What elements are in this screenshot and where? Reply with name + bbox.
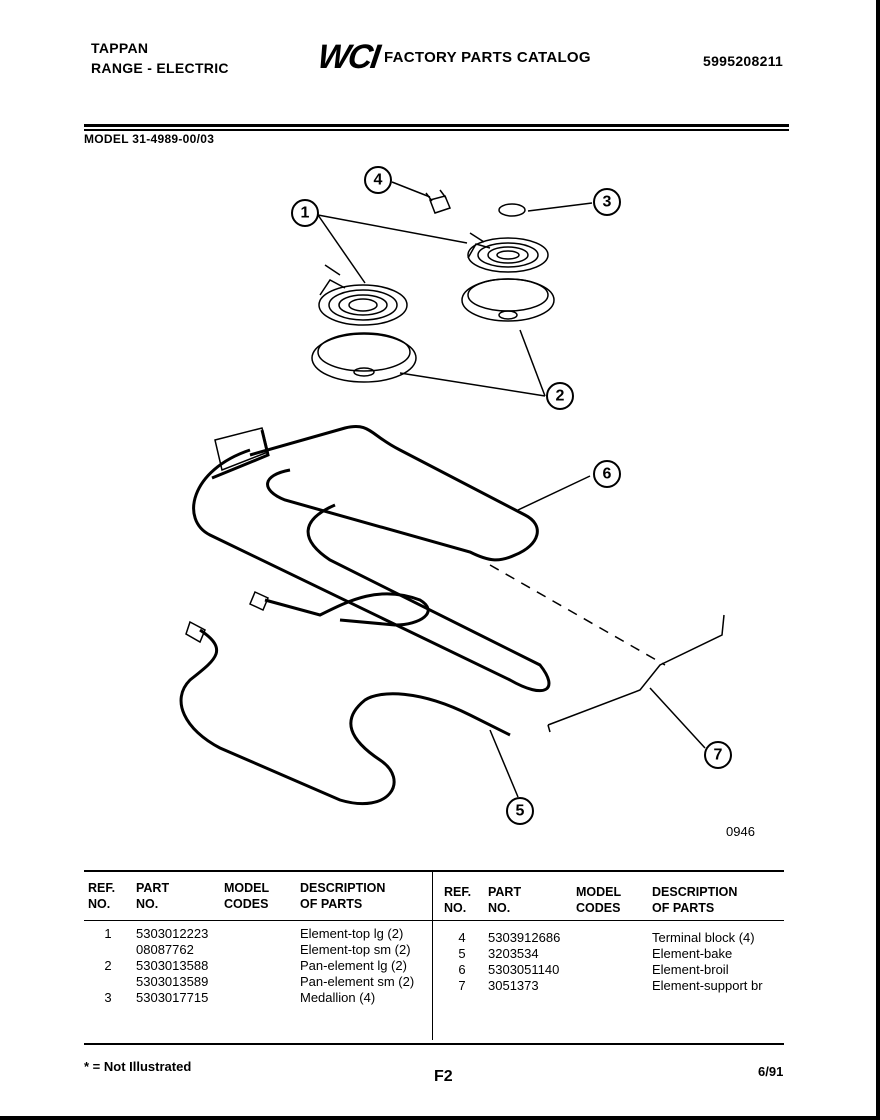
svg-text:2: 2 (556, 388, 565, 405)
svg-text:3: 3 (603, 194, 612, 211)
callout-1: 1 (291, 199, 319, 227)
col-ref: REF.NO. (444, 885, 472, 915)
svg-text:4: 4 (374, 172, 383, 189)
figure-code: 0946 (726, 824, 755, 839)
catalog-title: FACTORY PARTS CATALOG (384, 49, 591, 66)
terminal-block (425, 189, 452, 214)
svg-text:6: 6 (603, 466, 612, 483)
surface-element-small (467, 232, 549, 273)
medallion (498, 203, 526, 217)
callout-4: 4 (364, 166, 392, 194)
drip-pan-small (461, 278, 555, 322)
product-type: RANGE - ELECTRIC (91, 60, 229, 76)
callout-7: 7 (704, 741, 732, 769)
svg-text:5: 5 (516, 803, 525, 820)
wci-logo: WCI (315, 38, 381, 76)
svg-text:7: 7 (714, 747, 723, 764)
exploded-parts-diagram: 1 2 3 4 5 6 7 (179, 166, 732, 825)
catalog-number: 5995208211 (703, 53, 784, 69)
brand-name: TAPPAN (91, 40, 149, 56)
table-rule-bottom (84, 1043, 784, 1045)
callout-2: 2 (546, 382, 574, 410)
leader-lines (317, 181, 706, 798)
callout-3: 3 (593, 188, 621, 216)
catalog-date: 6/91 (758, 1064, 784, 1079)
table-divider (432, 870, 433, 1040)
surface-element-large (318, 264, 408, 326)
broil-element (192, 425, 551, 693)
page-number: F2 (434, 1068, 453, 1085)
model-number: MODEL 31-4989-00/03 (84, 132, 215, 146)
col-ref: REF.NO. (88, 881, 116, 911)
bake-element (179, 590, 511, 806)
table-rule-header (84, 920, 784, 921)
table-rule-top (84, 870, 784, 872)
footnote: * = Not Illustrated (84, 1059, 192, 1074)
svg-text:1: 1 (301, 205, 310, 222)
element-support-bracket (489, 564, 725, 733)
callout-5: 5 (506, 797, 534, 825)
header-rule-bottom (84, 129, 789, 131)
drip-pan-large (311, 332, 417, 383)
callout-6: 6 (593, 460, 621, 488)
header-rule-top (84, 124, 789, 127)
